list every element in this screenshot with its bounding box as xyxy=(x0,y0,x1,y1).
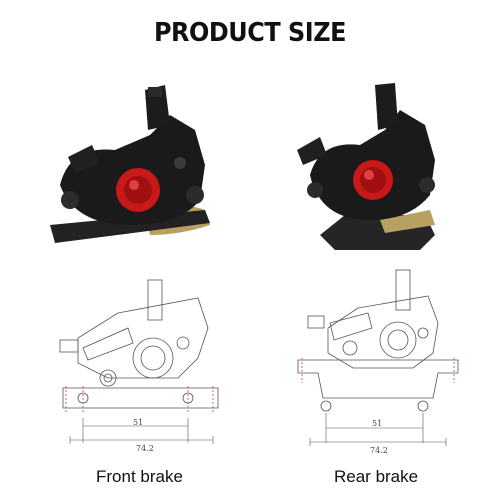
front-brake-technical-drawing: 51 74.2 xyxy=(48,268,238,458)
rear-brake-technical-drawing: 51 74.2 xyxy=(288,268,468,458)
rear-outer-dimension: 74.2 xyxy=(370,446,388,455)
rear-inner-dimension: 51 xyxy=(372,419,382,428)
front-inner-dimension: 51 xyxy=(133,418,143,427)
rear-brake-caption: Rear brake xyxy=(334,467,419,486)
rear-brake-caliper-photo xyxy=(285,75,460,260)
front-brake-caption: Front brake xyxy=(96,467,183,486)
page-title: PRODUCT SIZE xyxy=(153,18,347,48)
front-outer-dimension: 74.2 xyxy=(136,444,154,453)
front-brake-caliper-photo xyxy=(30,75,240,260)
